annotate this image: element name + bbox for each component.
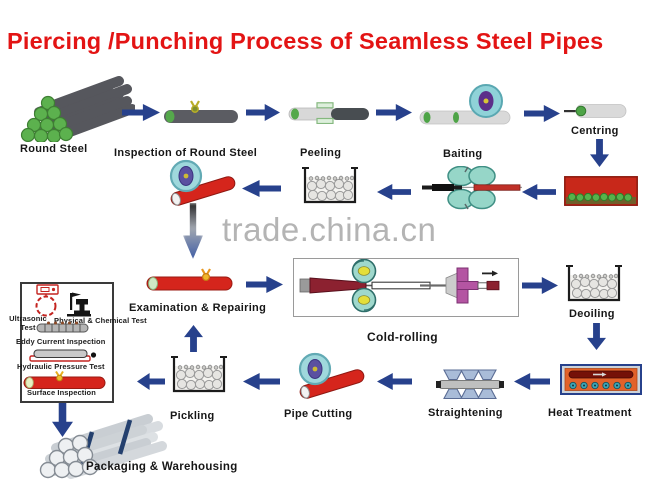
packaging-label: Packaging & Warehousing xyxy=(86,461,238,473)
cold-rolling-label: Cold-rolling xyxy=(367,330,438,344)
piercing-mill-icon xyxy=(422,166,522,210)
heat-treatment-label: Heat Treatment xyxy=(548,407,632,419)
arrow-pickling-to-tests xyxy=(137,373,165,390)
arrow-centring-down xyxy=(590,139,609,167)
segmented-rod-icon xyxy=(36,321,89,333)
watermark: trade.china.cn xyxy=(222,211,437,248)
diagram-title: Piercing /Punching Process of Seamless S… xyxy=(7,28,604,54)
arrow-piercing-to-tank xyxy=(377,184,411,200)
pickling-tank-icon xyxy=(171,356,227,393)
arrow-examination-to-cold-rolling xyxy=(246,276,283,293)
arrow-straightening-to-pipe-cutting xyxy=(377,373,412,390)
examination-label: Examination & Repairing xyxy=(129,302,267,314)
hydraulic-test-label: Hydraulic Pressure Test xyxy=(17,362,105,371)
inspection-rod-icon xyxy=(164,100,238,123)
physical-chemical-test-icon xyxy=(67,292,91,317)
eddy-current-label: Eddy Current Inspection xyxy=(16,337,106,346)
arrow-baiting-to-centring xyxy=(524,105,560,122)
peeling-label: Peeling xyxy=(300,147,342,159)
pickling-label: Pickling xyxy=(170,410,215,422)
baiting-saw-icon xyxy=(419,84,511,125)
physical-chemical-test-label: Physical & Chemical Test xyxy=(54,316,147,325)
eddy-current-pipe-icon xyxy=(29,349,97,362)
round-steel-icon xyxy=(20,76,135,142)
pipe-bundle-icon xyxy=(39,414,167,479)
surface-inspection-label: Surface Inspection xyxy=(27,388,96,397)
cooling-tank-icon xyxy=(302,167,358,204)
deoiling-tank-icon xyxy=(566,265,622,302)
deoiling-label: Deoiling xyxy=(569,308,615,320)
heating-furnace-icon xyxy=(564,176,638,206)
arrow-tank-to-hot-pipe xyxy=(242,180,281,197)
peeling-rod-icon xyxy=(288,102,369,124)
arrow-pipe-cutting-to-pickling xyxy=(243,373,280,390)
round-steel-label: Round Steel xyxy=(20,143,88,155)
inspection-label: Inspection of Round Steel xyxy=(114,147,258,159)
centring-label: Centring xyxy=(571,125,619,137)
straightening-label: Straightening xyxy=(428,407,503,419)
pipe-cutting-icon xyxy=(298,352,365,399)
arrow-heat-treatment-to-straightening xyxy=(514,373,550,390)
ultrasonic-test-label: Ultrasonic Test xyxy=(9,314,47,332)
hot-pipe-saw-icon xyxy=(169,159,236,206)
baiting-label: Baiting xyxy=(443,148,483,160)
arrow-peeling-to-baiting xyxy=(376,104,412,121)
arrow-deoiling-down xyxy=(587,323,606,350)
straightening-machine-icon xyxy=(436,369,504,400)
examination-pipe-icon xyxy=(146,268,233,291)
pipe-cutting-label: Pipe Cutting xyxy=(284,408,353,420)
centring-rod-icon xyxy=(564,104,627,118)
arrow-hot-pipe-down-blurred xyxy=(183,203,203,259)
surface-inspection-pipe-icon xyxy=(23,371,106,389)
arrow-pickling-to-examination xyxy=(184,325,203,352)
ultrasonic-test-icon xyxy=(35,284,59,317)
arrow-furnace-to-piercing xyxy=(522,184,556,200)
arrow-inspection-to-peeling xyxy=(246,104,280,121)
arrow-cold-rolling-to-deoiling xyxy=(522,277,558,294)
heat-treatment-furnace-icon xyxy=(560,364,642,395)
cold-rolling-mill-icon xyxy=(299,259,500,313)
